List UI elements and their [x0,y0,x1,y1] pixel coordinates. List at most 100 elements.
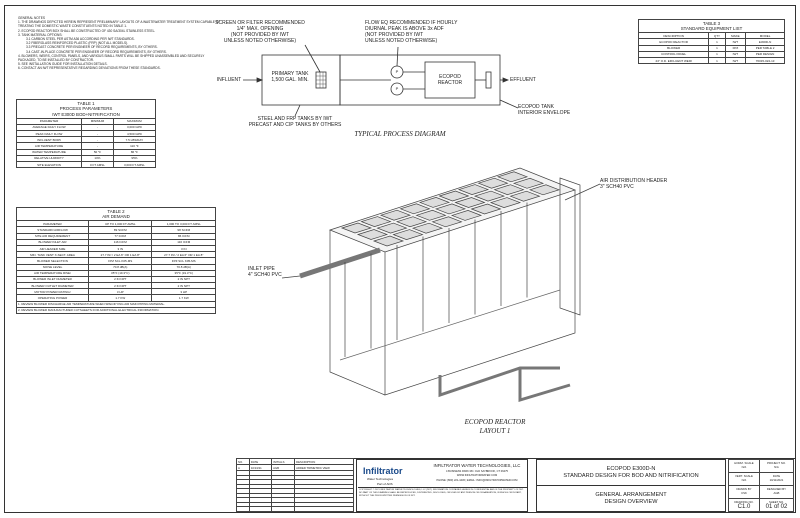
drawing-title-block: ECOPOD E300D-N STANDARD DESIGN FOR BOD A… [536,459,726,512]
leader-line [499,99,519,109]
ads-logo: Part of ADS [377,482,393,486]
diffuser-module [496,171,529,183]
rev-cell: AGB [271,464,296,472]
project-subtitle: STANDARD DESIGN FOR BOD AND NITRIFICATIO… [563,473,699,479]
company-address: 4 BUSINESS PARK RD. OLD SAYBROOK, CT 064… [446,470,508,473]
process-diagram [243,44,519,117]
arrow-head [256,77,264,83]
flow-eq-note: FLOW EQ RECOMMENDED IF HOURLY DIURNAL PE… [365,20,458,44]
field-value: N/A [774,464,779,469]
diffuser-module [399,203,431,215]
diffuser-module [372,235,405,247]
diffuser-module [509,190,541,202]
diffuser-module [450,210,483,221]
leader-line [294,104,301,117]
info-field: SHEET NO.01 of 02 [758,498,795,512]
note-item: 5. SEE INSTALLATION GUIDE FOR INSTALLATI… [18,62,108,67]
rev-cell [248,506,273,512]
company-block: Infiltrator Water Technologies Part of A… [356,459,528,512]
general-notes: GENERAL NOTES 1. THE DRAWINGS DEPICTED H… [18,16,223,71]
note-item: 4. BLOWERS, WEIRS, CONTROL PANELS, AND V… [18,53,205,63]
diffuser-module [473,190,506,202]
influent-label: INFLUENT [216,77,242,83]
info-field: PROJECT NO.N/A [758,459,795,473]
diffuser-module [489,197,522,208]
process-diagram-caption: TYPICAL PROCESS DIAGRAM [354,130,446,138]
note-item: 1. THE DRAWINGS DEPICTED HEREIN REPRESEN… [18,20,221,29]
rev-cell: ADDED TRIMETRIC VIEW [294,464,354,472]
info-field: DRAWING NO.C1.0 [728,498,760,512]
rev-cell [236,506,250,512]
field-label: VERT. SCALE [735,473,753,478]
reactor-front [384,190,576,396]
diffuser-module [477,177,509,189]
diffuser-grid [340,171,561,247]
manifold-pipe [339,289,561,361]
title-block [236,458,795,512]
rev-cell: 10/13/21 [248,464,273,472]
field-label: DATE [772,473,781,478]
rev-cell [294,506,354,512]
reactor-label: ECOPOD REACTOR [437,74,463,86]
table1-subtitle2: IWT E300D BOD+NITRIFICATION [52,111,120,117]
company-web: WWW.INFILTRATORWATER.COM [456,474,498,477]
screen-note: SCREEN OR FILTER RECOMMENDED 1/4" MAX. O… [215,20,305,44]
field-value: N/A [741,464,747,469]
effluent-weir-icon [485,71,492,89]
field-label: HORIZ. SCALE [734,460,754,465]
leader-line [396,46,399,67]
diffuser-module [528,184,561,196]
diffuser-module [392,229,424,240]
diffuser-module [411,222,444,234]
leader-line [281,275,301,279]
diffuser-module [356,229,389,240]
table-cell: 1 [708,56,726,65]
notes-title: GENERAL NOTES [18,16,45,20]
leader-line [564,183,601,201]
copyright-notice: COPYRIGHT © 2021 INFILTRATOR WATER TECHN… [358,487,527,511]
diffuser-module [431,216,463,228]
table3-subtitle: STANDARD EQUIPMENT LIST [680,26,743,32]
table2-title: TABLE 2 [107,208,125,214]
diffuser-module [379,209,412,221]
diffuser-module [457,184,490,195]
rev-cell [271,506,296,512]
diffuser-module [340,222,373,234]
revision-row [236,506,354,512]
note-item: 6. CONTACT AN IWT REPRESENTATIVE REGARDI… [18,66,161,71]
company-contact: PHONE: (800) 221-4436 | EMAIL: INFO@INFI… [436,479,518,482]
field-label: DRAWING NO. [734,499,754,504]
sheet-subtitle: DESIGN OVERVIEW [604,499,658,505]
table3-title: TABLE 3 [702,20,721,26]
diffuser-module [434,203,467,215]
ecopod-reactor-isometric [281,167,601,403]
tank-wall [559,177,581,316]
table-note: 2. REVIEW BLOWER MANUFACTURER CUTSHEETS … [16,306,216,315]
diffuser-module [360,216,392,227]
table-cell: SITE ELEVATION [15,160,83,169]
field-value: CSK [741,490,747,495]
company-name: INFILTRATOR WATER TECHNOLOGIES, LLC [433,463,521,468]
diffuser-module [415,209,447,221]
note-item: 3. TANK MATERIAL OPTIONS: [18,32,63,37]
diffuser-module [438,190,470,202]
note-item: 3.4 CAST-IN-PLACE CONCRETE PER ENGINEER … [26,49,167,54]
note-item: 3.3 PRECAST CONCRETE PER ENGINEER OF REC… [26,45,158,50]
field-label: PROJECT NO. [767,460,786,465]
inlet-pipe-note: INLET PIPE 4" SCH40 PVC [248,266,282,278]
sheet-title: GENERAL ARRANGEMENT [595,492,667,498]
table1-subtitle: PROCESS PARAMETERS [59,106,113,112]
table-cell: 76015-024-13 [745,56,785,65]
note-item: 3.1 CARBON STEEL PER ASTM A36 ACCORDING … [26,37,135,42]
drawing-frame [4,5,796,513]
diffuser-module [493,184,525,196]
field-label: DESIGNED BY [766,486,787,491]
